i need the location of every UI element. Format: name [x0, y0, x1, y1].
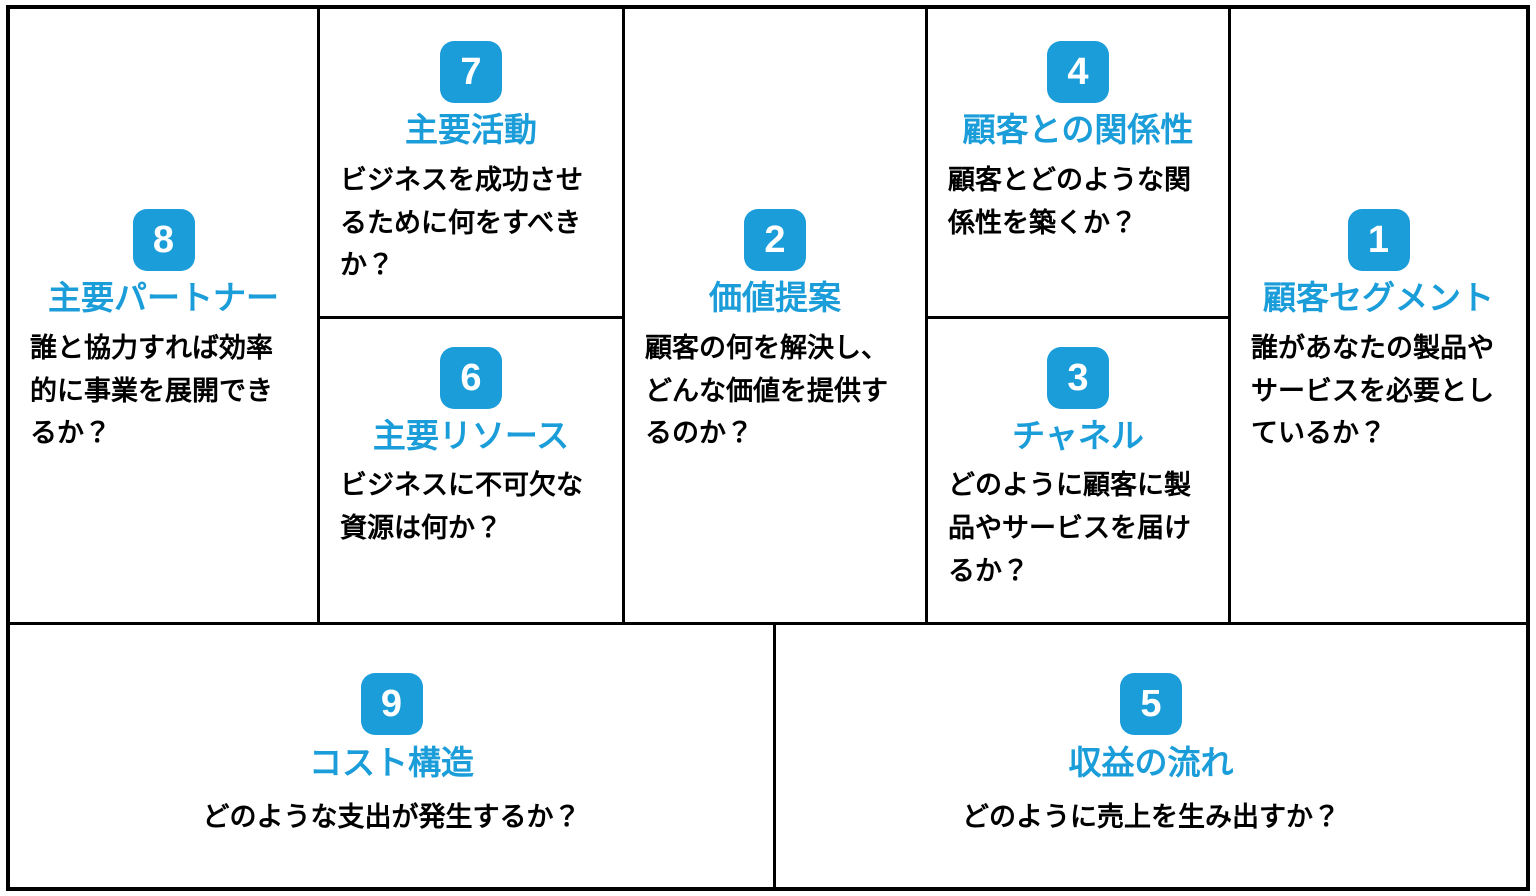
badge-number-icon: 7 [440, 41, 502, 103]
badge-number-icon: 8 [132, 209, 195, 271]
cell-body-channels: どのように顧客に製品やサービスを届けるか？ [948, 470, 1191, 586]
badge-number-icon: 1 [1347, 209, 1410, 271]
cell-title-channels: チャネル [1012, 416, 1144, 454]
cell-body-key-activities: ビジネスを成功させるために何をすべきか？ [340, 164, 583, 281]
column-key-partners: 8 主要パートナー 誰と協力すれば効率的に事業を展開できるか？ [10, 9, 317, 622]
column-cost-structure: 9 コスト構造 どのような支出が発生するか？ [10, 625, 773, 887]
badge-number-icon: 5 [1120, 673, 1182, 735]
cell-title-cost-structure: コスト構造 [309, 744, 474, 781]
column-customer-segments: 1 顧客セグメント 誰があなたの製品やサービスを必要としているか？ [1228, 9, 1526, 622]
cell-body-key-partners: 誰と協力すれば効率的に事業を展開できるか？ [30, 332, 273, 449]
badge-number-icon: 2 [744, 209, 806, 271]
cell-value-proposition[interactable]: 2 価値提案 顧客の何を解決し、どんな価値を提供するのか？ [625, 9, 925, 622]
canvas-top-row: 8 主要パートナー 誰と協力すれば効率的に事業を展開できるか？ 7 主要活動 ビ… [10, 9, 1526, 622]
cell-title-key-partners: 主要パートナー [48, 279, 279, 316]
cell-customer-relationships[interactable]: 4 顧客との関係性 顧客とどのような関係性を築くか？ [928, 9, 1228, 316]
canvas-frame: 8 主要パートナー 誰と協力すれば効率的に事業を展開できるか？ 7 主要活動 ビ… [6, 5, 1530, 891]
cell-body-revenue-streams: どのように売上を生み出すか？ [962, 801, 1340, 832]
badge-number-icon: 3 [1047, 346, 1109, 409]
cell-cost-structure[interactable]: 9 コスト構造 どのような支出が発生するか？ [10, 625, 773, 887]
cell-revenue-streams[interactable]: 5 収益の流れ どのように売上を生み出すか？ [776, 625, 1526, 887]
badge-number-icon: 4 [1047, 41, 1109, 103]
column-key-activities-resources: 7 主要活動 ビジネスを成功させるために何をすべきか？ 6 主要リソース ビジネ… [317, 9, 622, 622]
cell-title-key-activities: 主要活動 [405, 111, 537, 148]
cell-key-activities[interactable]: 7 主要活動 ビジネスを成功させるために何をすべきか？ [320, 9, 622, 316]
cell-key-partners[interactable]: 8 主要パートナー 誰と協力すれば効率的に事業を展開できるか？ [10, 9, 317, 622]
cell-body-value-proposition: 顧客の何を解決し、どんな価値を提供するのか？ [645, 332, 888, 449]
cell-channels[interactable]: 3 チャネル どのように顧客に製品やサービスを届けるか？ [928, 315, 1228, 623]
cell-body-customer-segments: 誰があなたの製品やサービスを必要としているか？ [1251, 332, 1494, 449]
cell-title-customer-segments: 顧客セグメント [1263, 279, 1494, 316]
badge-number-icon: 6 [440, 346, 502, 409]
cell-title-key-resources: 主要リソース [372, 416, 570, 454]
cell-body-key-resources: ビジネスに不可欠な資源は何か？ [340, 470, 583, 544]
column-value-proposition: 2 価値提案 顧客の何を解決し、どんな価値を提供するのか？ [622, 9, 925, 622]
cell-title-revenue-streams: 収益の流れ [1068, 744, 1234, 781]
cell-body-customer-relationships: 顧客とどのような関係性を築くか？ [948, 164, 1191, 238]
canvas-bottom-row: 9 コスト構造 どのような支出が発生するか？ 5 収益の流れ どのように売上を生… [10, 622, 1526, 887]
column-relationships-channels: 4 顧客との関係性 顧客とどのような関係性を築くか？ 3 チャネル どのように顧… [925, 9, 1228, 622]
column-revenue-streams: 5 収益の流れ どのように売上を生み出すか？ [773, 625, 1526, 887]
cell-customer-segments[interactable]: 1 顧客セグメント 誰があなたの製品やサービスを必要としているか？ [1231, 9, 1526, 622]
cell-body-cost-structure: どのような支出が発生するか？ [202, 801, 581, 832]
cell-key-resources[interactable]: 6 主要リソース ビジネスに不可欠な資源は何か？ [320, 315, 622, 623]
cell-title-value-proposition: 価値提案 [709, 279, 841, 316]
cell-title-customer-relationships: 顧客との関係性 [962, 111, 1194, 148]
badge-number-icon: 9 [360, 673, 423, 735]
